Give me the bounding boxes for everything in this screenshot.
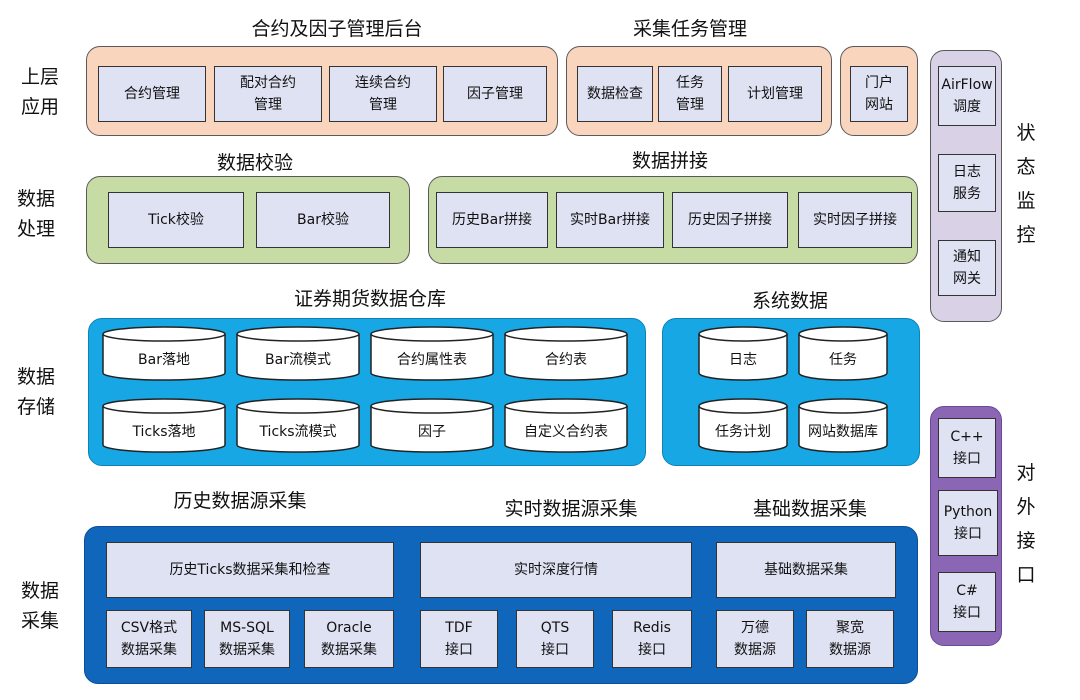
portal-box: 门户网站: [850, 66, 908, 122]
custom-contract-db: 自定义合约表: [504, 398, 628, 454]
log-service-box: 日志服务: [938, 154, 996, 212]
cpp-interface-box: C++接口: [938, 418, 996, 478]
title-base-collect: 基础数据采集: [752, 498, 867, 520]
title-hist-collect: 历史数据源采集: [173, 490, 307, 512]
contract-table-db: 合约表: [504, 326, 628, 382]
csv-box: CSV格式数据采集: [106, 610, 192, 668]
contract-attr-db: 合约属性表: [370, 326, 494, 382]
factor-mgmt-box: 因子管理: [443, 66, 547, 122]
side-label-storage: 数据存储: [16, 366, 55, 418]
rt-depth-box: 实时深度行情: [420, 542, 692, 598]
hist-factor-box: 历史因子拼接: [672, 192, 788, 248]
side-label-monitor: 状态 监控: [1016, 122, 1036, 246]
notify-gateway-box: 通知网关: [938, 240, 996, 296]
hist-ticks-box: 历史Ticks数据采集和检查: [106, 542, 394, 598]
title-warehouse: 证券期货数据仓库: [293, 288, 446, 310]
base-collect-box: 基础数据采集: [716, 542, 896, 598]
side-label-process: 数据处理: [16, 188, 55, 240]
ticks-land-db: Ticks落地: [102, 398, 226, 454]
title-contract-factor: 合约及因子管理后台: [251, 18, 423, 40]
csharp-interface-box: C#接口: [938, 572, 996, 632]
pair-contract-box: 配对合约管理: [214, 66, 322, 122]
log-db: 日志: [698, 326, 788, 382]
ticks-stream-db: Ticks流模式: [236, 398, 360, 454]
rt-factor-box: 实时因子拼接: [798, 192, 912, 248]
contract-mgmt-box: 合约管理: [98, 66, 206, 122]
plan-mgmt-box: 计划管理: [728, 66, 822, 122]
title-splicing: 数据拼接: [631, 150, 708, 172]
task-db: 任务: [798, 326, 888, 382]
bar-check-box: Bar校验: [256, 192, 390, 248]
juyuan-box: 聚宽数据源: [806, 610, 894, 668]
wind-box: 万德数据源: [716, 610, 794, 668]
site-db: 网站数据库: [798, 398, 888, 454]
rt-bar-box: 实时Bar拼接: [556, 192, 664, 248]
factor-db: 因子: [370, 398, 494, 454]
side-label-external: 对外 接口: [1016, 462, 1036, 586]
task-box: 任务管理: [658, 66, 722, 122]
hist-bar-box: 历史Bar拼接: [436, 192, 548, 248]
bar-land-db: Bar落地: [102, 326, 226, 382]
side-label-collect: 数据采集: [20, 580, 59, 632]
continuous-contract-box: 连续合约管理: [329, 66, 437, 122]
task-plan-db: 任务计划: [698, 398, 788, 454]
tick-check-box: Tick校验: [108, 192, 244, 248]
title-validation: 数据校验: [216, 152, 293, 174]
bar-stream-db: Bar流模式: [236, 326, 360, 382]
data-check-box: 数据检查: [577, 66, 653, 122]
title-system-data: 系统数据: [751, 290, 828, 312]
title-task-mgmt: 采集任务管理: [632, 18, 747, 40]
side-label-upper: 上层应用: [20, 66, 59, 118]
title-rt-collect: 实时数据源采集: [504, 498, 638, 520]
